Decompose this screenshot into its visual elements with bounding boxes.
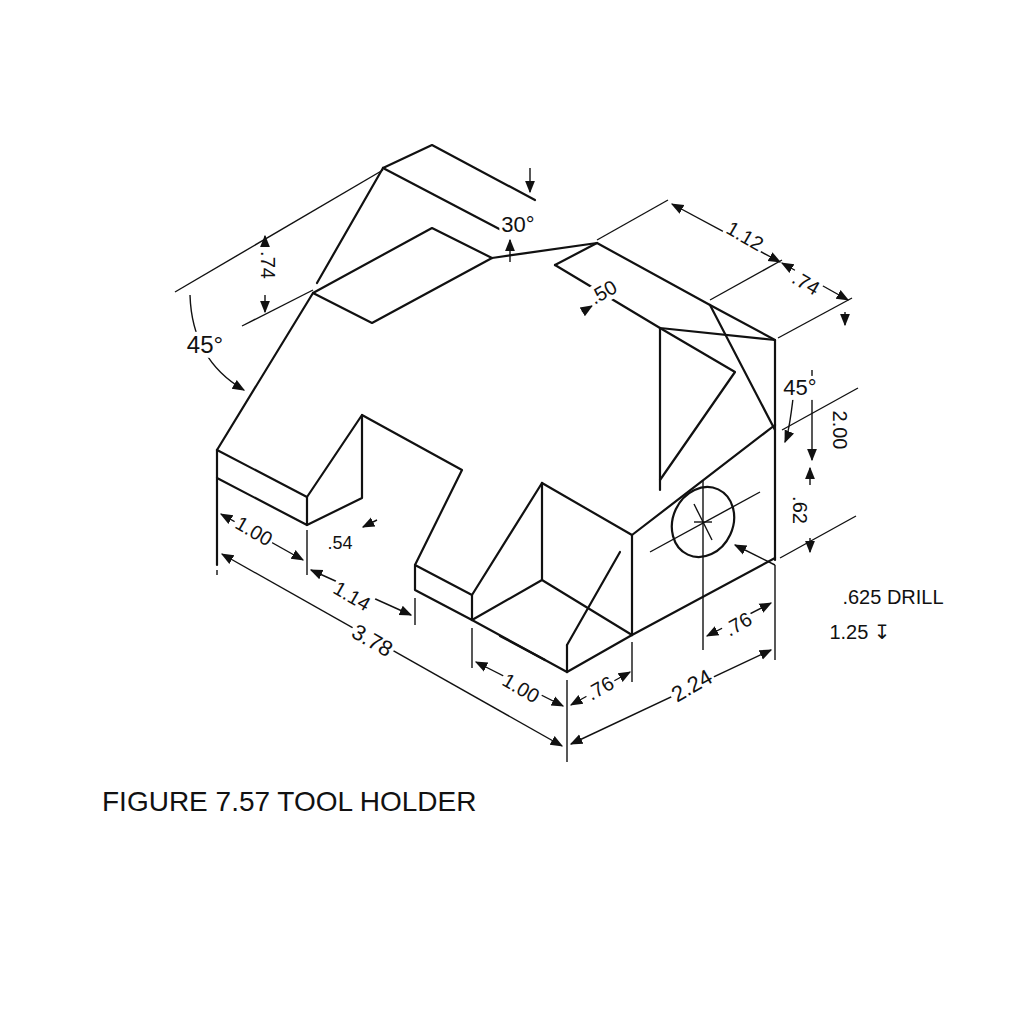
dimension-label: 45°: [185, 332, 225, 358]
figure-caption: FIGURE 7.57 TOOL HOLDER: [100, 786, 479, 818]
dimension-label: .76: [581, 671, 620, 706]
dimension-label: 2.00: [829, 409, 851, 452]
dimension-label: .54: [325, 534, 354, 554]
dimension-label: 30°: [499, 213, 536, 237]
dimension-label: 1.12: [721, 216, 769, 257]
dimension-label: 1.14: [328, 576, 376, 617]
dimension-label: .625 DRILL: [840, 586, 945, 608]
dimension-label: .62: [789, 494, 811, 526]
dimension-label: .76: [719, 607, 758, 642]
dimension-label: 3.78: [346, 619, 399, 663]
dimension-label: 1.00: [497, 668, 545, 709]
dimension-lines: [175, 168, 858, 762]
dimension-label: .74: [787, 266, 826, 301]
dimension-label: 1.25 ↧: [827, 621, 892, 643]
dimension-label: .50: [584, 275, 623, 310]
dimension-label: .74: [257, 249, 279, 281]
dimension-label: 1.00: [230, 511, 278, 552]
dimension-label: 45°: [781, 376, 818, 400]
object-outline: [217, 145, 775, 672]
dimension-label: 2.24: [666, 664, 719, 708]
